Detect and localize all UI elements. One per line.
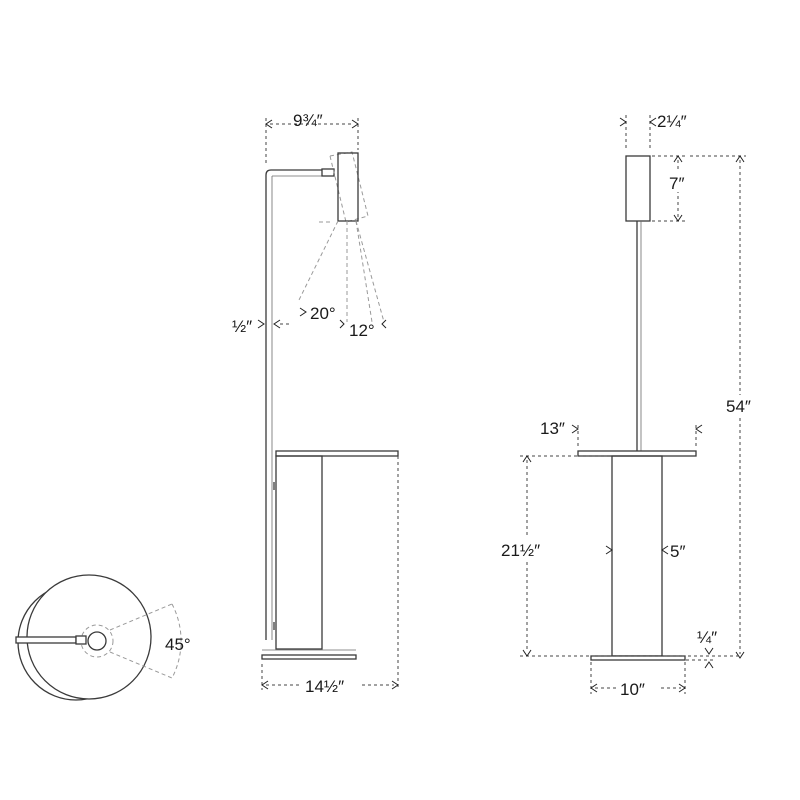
base-front-arrow-left: [590, 683, 598, 693]
overall-arrow-top: [735, 155, 745, 163]
shade-h-arrow-bottom: [673, 214, 683, 222]
label-bg-base-front: [616, 678, 658, 698]
front-view: [577, 155, 697, 661]
top-arm: [15, 636, 77, 644]
top-shade-joint: [75, 635, 87, 645]
table-h-arrow-bottom: [522, 649, 532, 657]
front-shade: [625, 155, 651, 222]
label-base-width-front: 10″: [620, 680, 645, 699]
label-bg-base-width: [300, 675, 360, 695]
dim-arrow-right: [351, 119, 359, 129]
shade-h-arrow-top: [673, 155, 683, 163]
base-t-arrow-top: [704, 647, 714, 655]
column-arrow-right: [661, 545, 669, 555]
stem-arrow-right: [273, 319, 281, 329]
angle-arrow-mid: [339, 319, 345, 329]
front-table-top: [577, 450, 697, 457]
label-tilt-inner: 12°: [349, 321, 375, 340]
base-t-arrow-bottom: [704, 661, 714, 669]
label-rotation-angle: 45°: [165, 635, 191, 654]
overall-arrow-bottom: [735, 651, 745, 659]
label-table-height: 21½″: [501, 541, 540, 560]
label-tilt-outer: 20°: [310, 304, 336, 323]
label-shade-width: 9¾″: [293, 111, 323, 130]
label-bg-shade-height: [666, 172, 690, 192]
label-base-thickness: ¼″: [697, 628, 717, 647]
beam-line-outer-left: [297, 220, 339, 303]
label-stem-diameter: ½″: [232, 317, 252, 336]
side-view-dimensions: 9¾″ ½″ 20° 12° 14½″: [232, 111, 399, 696]
column-arrow-left: [605, 545, 613, 555]
label-base-width-side: 14½″: [305, 677, 344, 696]
table-h-arrow-top: [522, 455, 532, 463]
dim-arrow-base-right: [391, 680, 399, 690]
shade-joint: [321, 168, 335, 177]
table-top-side: [275, 450, 399, 457]
dim-arrow-left: [265, 119, 273, 129]
table-arrow-right: [695, 424, 703, 434]
table-arrow-left: [571, 424, 579, 434]
label-bg-table-height: [498, 538, 556, 560]
top-view-dimensions: 45°: [109, 603, 191, 679]
front-column: [611, 455, 663, 657]
table-column-side: [275, 455, 323, 650]
front-view-dimensions: 2¼″ 7″ 54″ 13″ 21½″ 5″: [498, 112, 762, 699]
stem-arrow-left: [257, 319, 265, 329]
front-base-plate: [590, 655, 686, 661]
rotation-line-lower: [109, 651, 173, 679]
label-overall-height: 54″: [726, 397, 751, 416]
label-bg-overall-height: [722, 395, 762, 417]
angle-arrow-inner: [381, 319, 387, 329]
dim-arrow-base-left: [261, 680, 269, 690]
rotation-arc: [171, 603, 182, 679]
beam-line-outer-right: [355, 220, 385, 323]
shade-tilt-ghost: [329, 151, 369, 223]
top-shade: [87, 631, 107, 651]
top-view: [15, 574, 152, 701]
depth-arrow-right: [649, 117, 657, 127]
label-table-width: 13″: [540, 419, 565, 438]
angle-arrow-outer: [299, 307, 307, 317]
label-column-diameter: 5″: [670, 542, 685, 561]
label-shade-depth: 2¼″: [657, 112, 687, 131]
beam-line-inner: [355, 220, 373, 323]
lamp-stem: [265, 169, 333, 640]
label-shade-height: 7″: [669, 174, 684, 193]
depth-arrow-left: [619, 117, 627, 127]
rotation-line-upper: [109, 603, 173, 631]
lamp-shade: [337, 152, 359, 222]
side-view: [261, 151, 399, 660]
base-plate-side: [261, 654, 357, 660]
base-front-arrow-right: [678, 683, 686, 693]
